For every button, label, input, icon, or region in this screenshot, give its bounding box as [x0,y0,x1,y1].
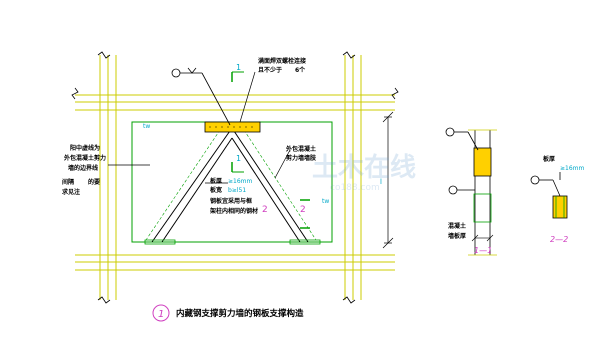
panel-mark-left: tw [143,123,150,130]
section-mark-1-top [231,71,244,173]
anchor-note-line1: 满面焊双螺栓连接 [258,57,306,65]
bottom-left-plate [144,239,176,245]
leader-lines [108,71,291,184]
plate-width-label: 板宽 [210,186,222,194]
anchor-note-line2: 且不少于 [258,66,282,74]
frame-beams [75,55,395,300]
anchor-note-count: 6个 [295,66,306,74]
dim-l-text: l [380,178,382,186]
right-wall-line1: 混凝土 [448,222,466,230]
brace-dashed-guides [145,129,317,241]
steel-note-line1: 钢板宜采用与框 [210,197,252,205]
section-1-1-dimension [471,234,494,242]
bottom-right-plate [289,239,321,245]
watermark-sub: co188.com [330,183,380,193]
plate-thickness-value: ≥16mm [228,178,253,185]
section-1-1-label: 1—1 [474,246,492,255]
weld-symbol-top-left [171,67,231,126]
steel-brace [151,127,309,243]
spacing-note-line2: 的要 [88,178,100,186]
plate-width-value: b≥l51 [228,187,246,194]
center-note-line3: 墙的边界线 [68,164,98,172]
section-2-2-detail [530,172,568,219]
break-marks [71,51,399,304]
watermark-main: 土木在线 [312,153,416,183]
spacing-note-line1: 间隔 [62,178,74,186]
right-plate-label: 板厚 [543,155,555,163]
caption-group: 1 内藏钢支撑剪力墙的钢板支撑构造 [152,304,304,322]
wall-note-line2: 剪力墙墙肢 [286,154,317,162]
steel-note-line2: 架柱内相同的钢材 [209,207,258,215]
right-wall-line2: 墙板厚 [448,232,466,240]
section-2-num-left: 2 [262,205,268,215]
section-2-num: 2 [300,205,306,215]
plate-thickness-label: 板厚 [210,177,222,185]
section-1-1-detail [445,127,497,256]
center-note-line1: 阳中虚线为 [70,144,100,152]
section-1-top-num: 1 [236,63,241,72]
caption-title: 内藏钢支撑剪力墙的钢板支撑构造 [176,308,304,319]
right-plate-value: ≥16mm [560,165,585,172]
wall-note-line1: 外包混凝土 [285,145,316,153]
section-mark-2 [300,199,310,229]
panel-mark-right: tw [322,198,329,205]
spacing-note-line3: 求见注 [62,188,80,196]
caption-number: 1 [158,309,164,320]
top-connection-plate [204,121,261,133]
section-1-bottom-num: 1 [236,154,241,163]
watermark: 土木在线 co188.com [312,153,416,193]
section-2-2-label: 2—2 [550,235,568,244]
right-dimension [382,111,394,249]
center-note-line2: 外包混凝土剪力 [63,154,106,162]
